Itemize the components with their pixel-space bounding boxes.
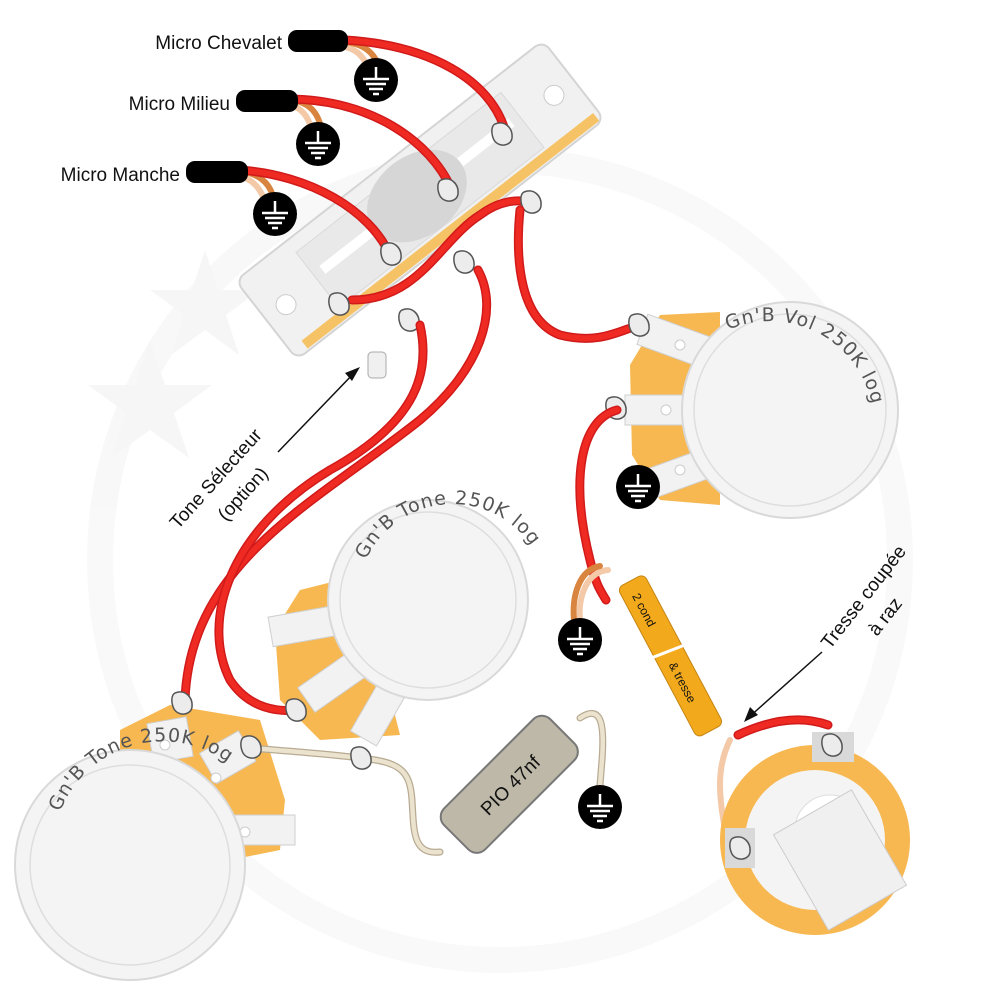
solder-joint — [628, 313, 650, 337]
solder-joint — [285, 698, 307, 722]
label-micro-chevalet: Micro Chevalet — [155, 33, 282, 54]
ground-icon — [576, 783, 624, 831]
tone-selector-lug — [367, 351, 387, 379]
ground-icon — [352, 56, 400, 104]
output-jack — [720, 732, 910, 935]
tone-pot-middle: Gn'B Tone 250K log — [267, 487, 545, 747]
pickup-plug-milieu — [236, 90, 298, 112]
solder-joint — [240, 735, 262, 759]
solder-joint — [171, 691, 193, 715]
shielded-cable-sleeve: 2 cond & tresse — [618, 575, 723, 737]
tone-selector-arrow — [277, 367, 360, 453]
ground-icon — [556, 616, 604, 664]
pickup-selector-switch — [238, 43, 602, 357]
label-micro-manche: Micro Manche — [61, 165, 180, 186]
ground-icon — [294, 120, 342, 168]
pickup-plug-manche — [186, 161, 248, 183]
braid-arrow — [744, 651, 823, 722]
ground-icon — [614, 463, 662, 511]
ground-icon — [251, 190, 299, 238]
capacitor-pio: PIO 47nf — [439, 714, 579, 854]
solder-joint — [729, 836, 751, 860]
pickup-plug-chevalet — [288, 30, 348, 52]
volume-pot: Gn'B Vol 250K log — [624, 301, 899, 519]
solder-joint — [821, 733, 843, 757]
label-micro-milieu: Micro Milieu — [129, 94, 230, 115]
pickup-leads — [232, 35, 540, 305]
solder-joint — [350, 746, 372, 770]
